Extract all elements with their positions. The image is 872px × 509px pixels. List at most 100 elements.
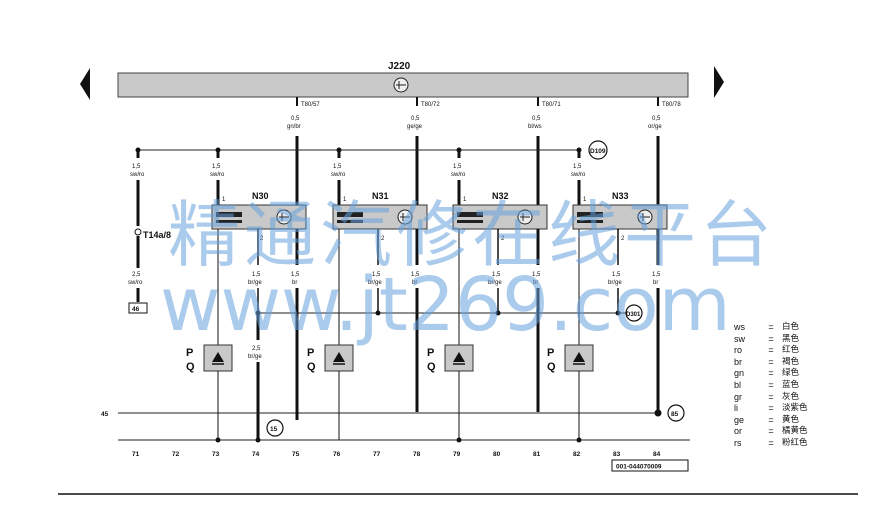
plug-q-label: Q — [307, 361, 316, 373]
plug-p-label: P — [427, 347, 434, 359]
spark-plug-3[interactable] — [444, 344, 474, 372]
legend-eq: = — [768, 333, 774, 344]
legend-code: br — [734, 356, 743, 367]
wire-color: br — [533, 280, 538, 286]
legend-row: gr=灰色 — [734, 392, 854, 404]
pin-label: 1 — [222, 197, 226, 203]
connector-t80-57: T80/57 — [301, 102, 320, 108]
connector-pin-icon — [134, 228, 142, 236]
connector-t80-71: T80/71 — [542, 102, 561, 108]
wire-color: br — [412, 280, 417, 286]
plug-leads — [217, 371, 580, 440]
wire-color: br/ge — [368, 280, 382, 286]
wire-color: sw/ro — [128, 280, 143, 286]
figure-id-box — [611, 459, 689, 472]
spark-plug-2[interactable] — [324, 344, 354, 372]
pin-label: 2 — [621, 236, 625, 242]
column-numbers: 71 72 73 74 75 76 77 78 79 80 81 82 83 8… — [132, 451, 661, 458]
plug-q-label: Q — [547, 361, 556, 373]
legend-eq: = — [768, 345, 774, 356]
pin-label: 2 — [381, 236, 385, 242]
wire-size: 1,5 — [252, 272, 261, 278]
injector-n30[interactable] — [211, 204, 307, 230]
wire-color: sw/ro — [210, 172, 225, 178]
wire-size: 1,5 — [212, 164, 221, 170]
ground-15-label: 15 — [270, 426, 278, 433]
legend-name: 白色 — [782, 322, 800, 332]
injector-label: N32 — [492, 191, 509, 201]
wire-color: bl/ws — [528, 124, 542, 130]
arrow-right-icon[interactable] — [714, 66, 724, 98]
legend-code: gr — [734, 391, 743, 402]
legend-row: li=淡紫色 — [734, 403, 854, 415]
wire-size: 2,5 — [132, 272, 141, 278]
svg-text:71: 71 — [132, 451, 140, 458]
legend-name: 绿色 — [782, 368, 800, 379]
ground-d301-icon — [625, 304, 643, 322]
spark-plug-icon — [212, 352, 224, 362]
ground-d301-label: D301 — [626, 312, 641, 318]
svg-text:80: 80 — [493, 451, 501, 458]
spark-plug-4[interactable] — [564, 344, 594, 372]
wire-size: 1,5 — [291, 272, 300, 278]
ground-15-icon — [266, 419, 284, 437]
legend-eq: = — [768, 356, 774, 367]
legend-name: 粉红色 — [782, 437, 808, 448]
wire-size: 0,5 — [532, 116, 541, 122]
connector-left-label: T14a/8 — [143, 230, 171, 240]
injector-n33[interactable] — [572, 204, 668, 230]
plug-p-label: P — [307, 347, 314, 359]
wire-size: 1,5 — [573, 164, 582, 170]
svg-text:73: 73 — [212, 451, 220, 458]
legend-name: 灰色 — [782, 391, 800, 402]
wire-color: ge/ge — [407, 124, 423, 130]
legend-name: 黄色 — [782, 414, 800, 425]
wire-size: 1,5 — [333, 164, 342, 170]
injector-n31[interactable] — [332, 204, 428, 230]
spark-plug-icon — [573, 352, 585, 362]
legend-name: 淡紫色 — [782, 403, 808, 414]
wire-color: sw/ro — [130, 172, 145, 178]
spark-plug-1[interactable] — [203, 344, 233, 372]
wire-color: or/ge — [648, 124, 662, 130]
wire-size: 1,5 — [453, 164, 462, 170]
legend-name: 橘黄色 — [782, 426, 808, 437]
spark-plug-icon — [453, 352, 465, 362]
rail-45-label: 45 — [101, 411, 109, 418]
wire-color: br/ge — [608, 280, 622, 286]
wire-size: 1,5 — [492, 272, 501, 278]
injector-label: N31 — [372, 191, 389, 201]
injector-n32[interactable] — [452, 204, 548, 230]
svg-text:74: 74 — [252, 451, 260, 458]
legend-row: gn=绿色 — [734, 368, 854, 380]
legend-eq: = — [768, 368, 774, 379]
legend-row: or=橘黄色 — [734, 426, 854, 438]
legend-code: rs — [734, 437, 742, 448]
legend-code: ws — [734, 322, 745, 332]
ground-85-icon — [667, 404, 685, 422]
legend-row: ro=红色 — [734, 345, 854, 357]
legend-name: 红色 — [782, 345, 800, 356]
wire-color: sw/ro — [451, 172, 466, 178]
arrow-left-icon[interactable] — [80, 68, 90, 100]
connector-t80-72: T80/72 — [421, 102, 440, 108]
legend-row: rs=粉红色 — [734, 438, 854, 450]
legend-row: sw=黑色 — [734, 334, 854, 346]
legend-row: ws = 白色 — [734, 322, 854, 334]
wire-color: br/ge — [488, 280, 502, 286]
legend-row: br=褐色 — [734, 357, 854, 369]
pin-label: 1 — [583, 197, 587, 203]
wire-color: br/ge — [248, 280, 262, 286]
plug-p-label: P — [547, 347, 554, 359]
plug-q-label: Q — [427, 361, 436, 373]
wire-color: br/ge — [248, 354, 262, 360]
wire-size: 1,5 — [411, 272, 420, 278]
wire-color: br — [292, 280, 297, 286]
wire-color: gn/br — [287, 124, 301, 130]
legend-row: bl=蓝色 — [734, 380, 854, 392]
bus-wires — [295, 97, 660, 205]
legend-eq: = — [768, 322, 774, 332]
wire-size: 0,5 — [411, 116, 420, 122]
svg-text:83: 83 — [613, 451, 621, 458]
